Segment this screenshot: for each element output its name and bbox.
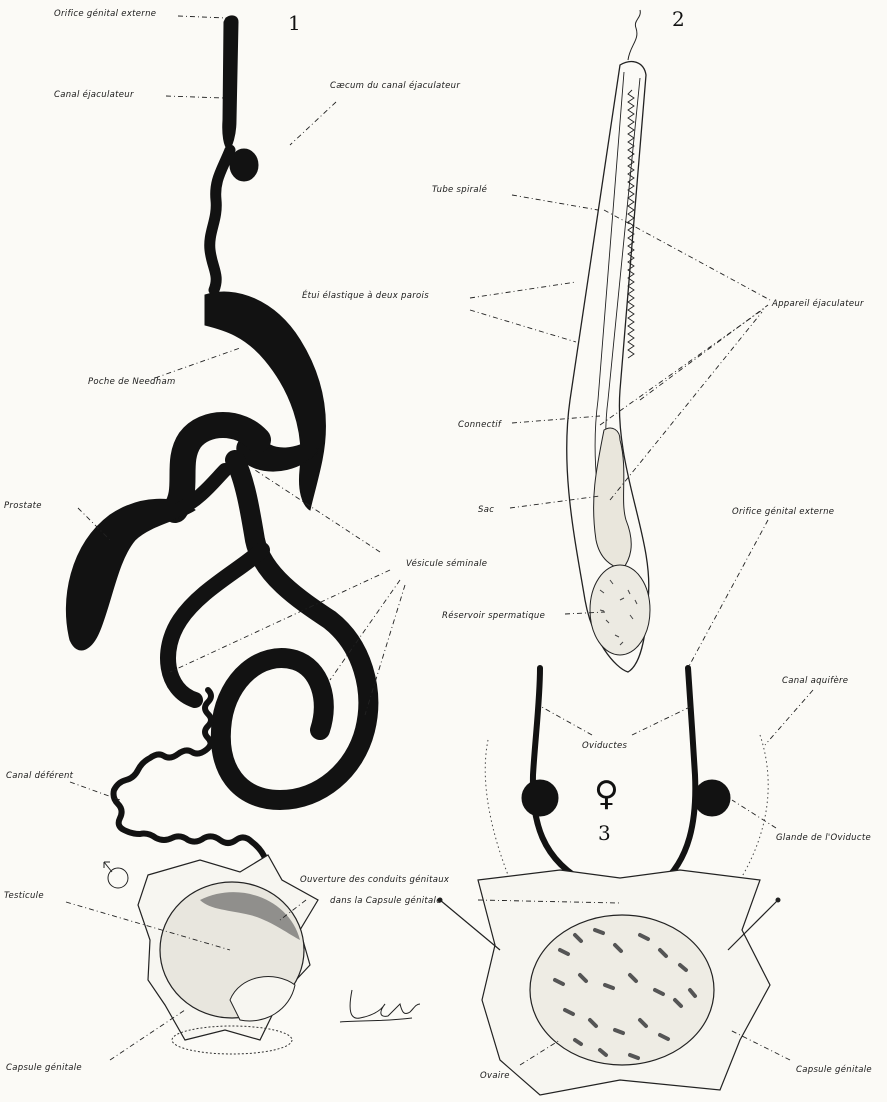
label-reservoir: Réservoir spermatique bbox=[442, 610, 545, 621]
tube-to-needham bbox=[210, 150, 230, 290]
oviducte-right bbox=[660, 668, 695, 885]
reservoir-spermatique bbox=[590, 565, 650, 655]
male-symbol-arrow bbox=[104, 862, 112, 872]
glande-oviducte-left bbox=[522, 780, 558, 816]
label-ouverture-1: Ouverture des conduits génitaux bbox=[300, 874, 450, 885]
canal-aquifere-left bbox=[485, 740, 510, 880]
label-ovaire: Ovaire bbox=[480, 1071, 510, 1081]
label-sac: Sac bbox=[478, 505, 494, 515]
pin-right-head bbox=[776, 898, 781, 903]
label-canal-ejaculateur: Canal éjaculateur bbox=[54, 89, 134, 100]
oviducte-left bbox=[533, 668, 590, 885]
glande-oviducte-right bbox=[694, 780, 730, 816]
label-testicule: Testicule bbox=[4, 891, 44, 901]
figure-2: 2 bbox=[567, 7, 685, 672]
label-prostate: Prostate bbox=[4, 501, 42, 511]
label-capsule-female: Capsule génitale bbox=[796, 1064, 872, 1075]
label-poche-needham: Poche de Needham bbox=[88, 377, 176, 387]
vesicule-seminale bbox=[221, 460, 368, 800]
figure-1: 1 bbox=[66, 11, 368, 1054]
label-canal-deferent: Canal déférent bbox=[6, 770, 74, 781]
label-etui-elastique: Étui élastique à deux parois bbox=[302, 289, 429, 301]
spermatophore-filament bbox=[628, 10, 640, 60]
label-ouverture-2: dans la Capsule génitale bbox=[330, 895, 442, 906]
figure-2-number: 2 bbox=[672, 7, 685, 31]
label-glande-oviducte: Glande de l'Oviducte bbox=[776, 833, 871, 843]
label-tube-spirale: Tube spiralé bbox=[432, 184, 487, 195]
figure-3: 3 ♀ bbox=[438, 668, 781, 1095]
ovaire bbox=[530, 915, 714, 1065]
label-oviductes: Oviductes bbox=[582, 741, 628, 751]
figure-1-number: 1 bbox=[288, 11, 301, 35]
figure-3-number: 3 bbox=[598, 821, 611, 845]
label-appareil-ejaculateur: Appareil éjaculateur bbox=[771, 298, 864, 309]
label-canal-aquifere: Canal aquifère bbox=[782, 675, 848, 686]
label-fig1-orifice: Orifice génital externe bbox=[54, 8, 156, 19]
label-fig3-orifice: Orifice génital externe bbox=[732, 506, 834, 517]
canal-ejaculateur bbox=[223, 16, 238, 150]
label-caecum: Cæcum du canal éjaculateur bbox=[330, 80, 460, 91]
signature bbox=[340, 990, 420, 1022]
label-vesicule-seminale: Vésicule séminale bbox=[406, 558, 487, 569]
label-connectif: Connectif bbox=[458, 420, 503, 430]
female-symbol: ♀ bbox=[594, 774, 619, 814]
label-capsule-male: Capsule génitale bbox=[6, 1062, 82, 1073]
